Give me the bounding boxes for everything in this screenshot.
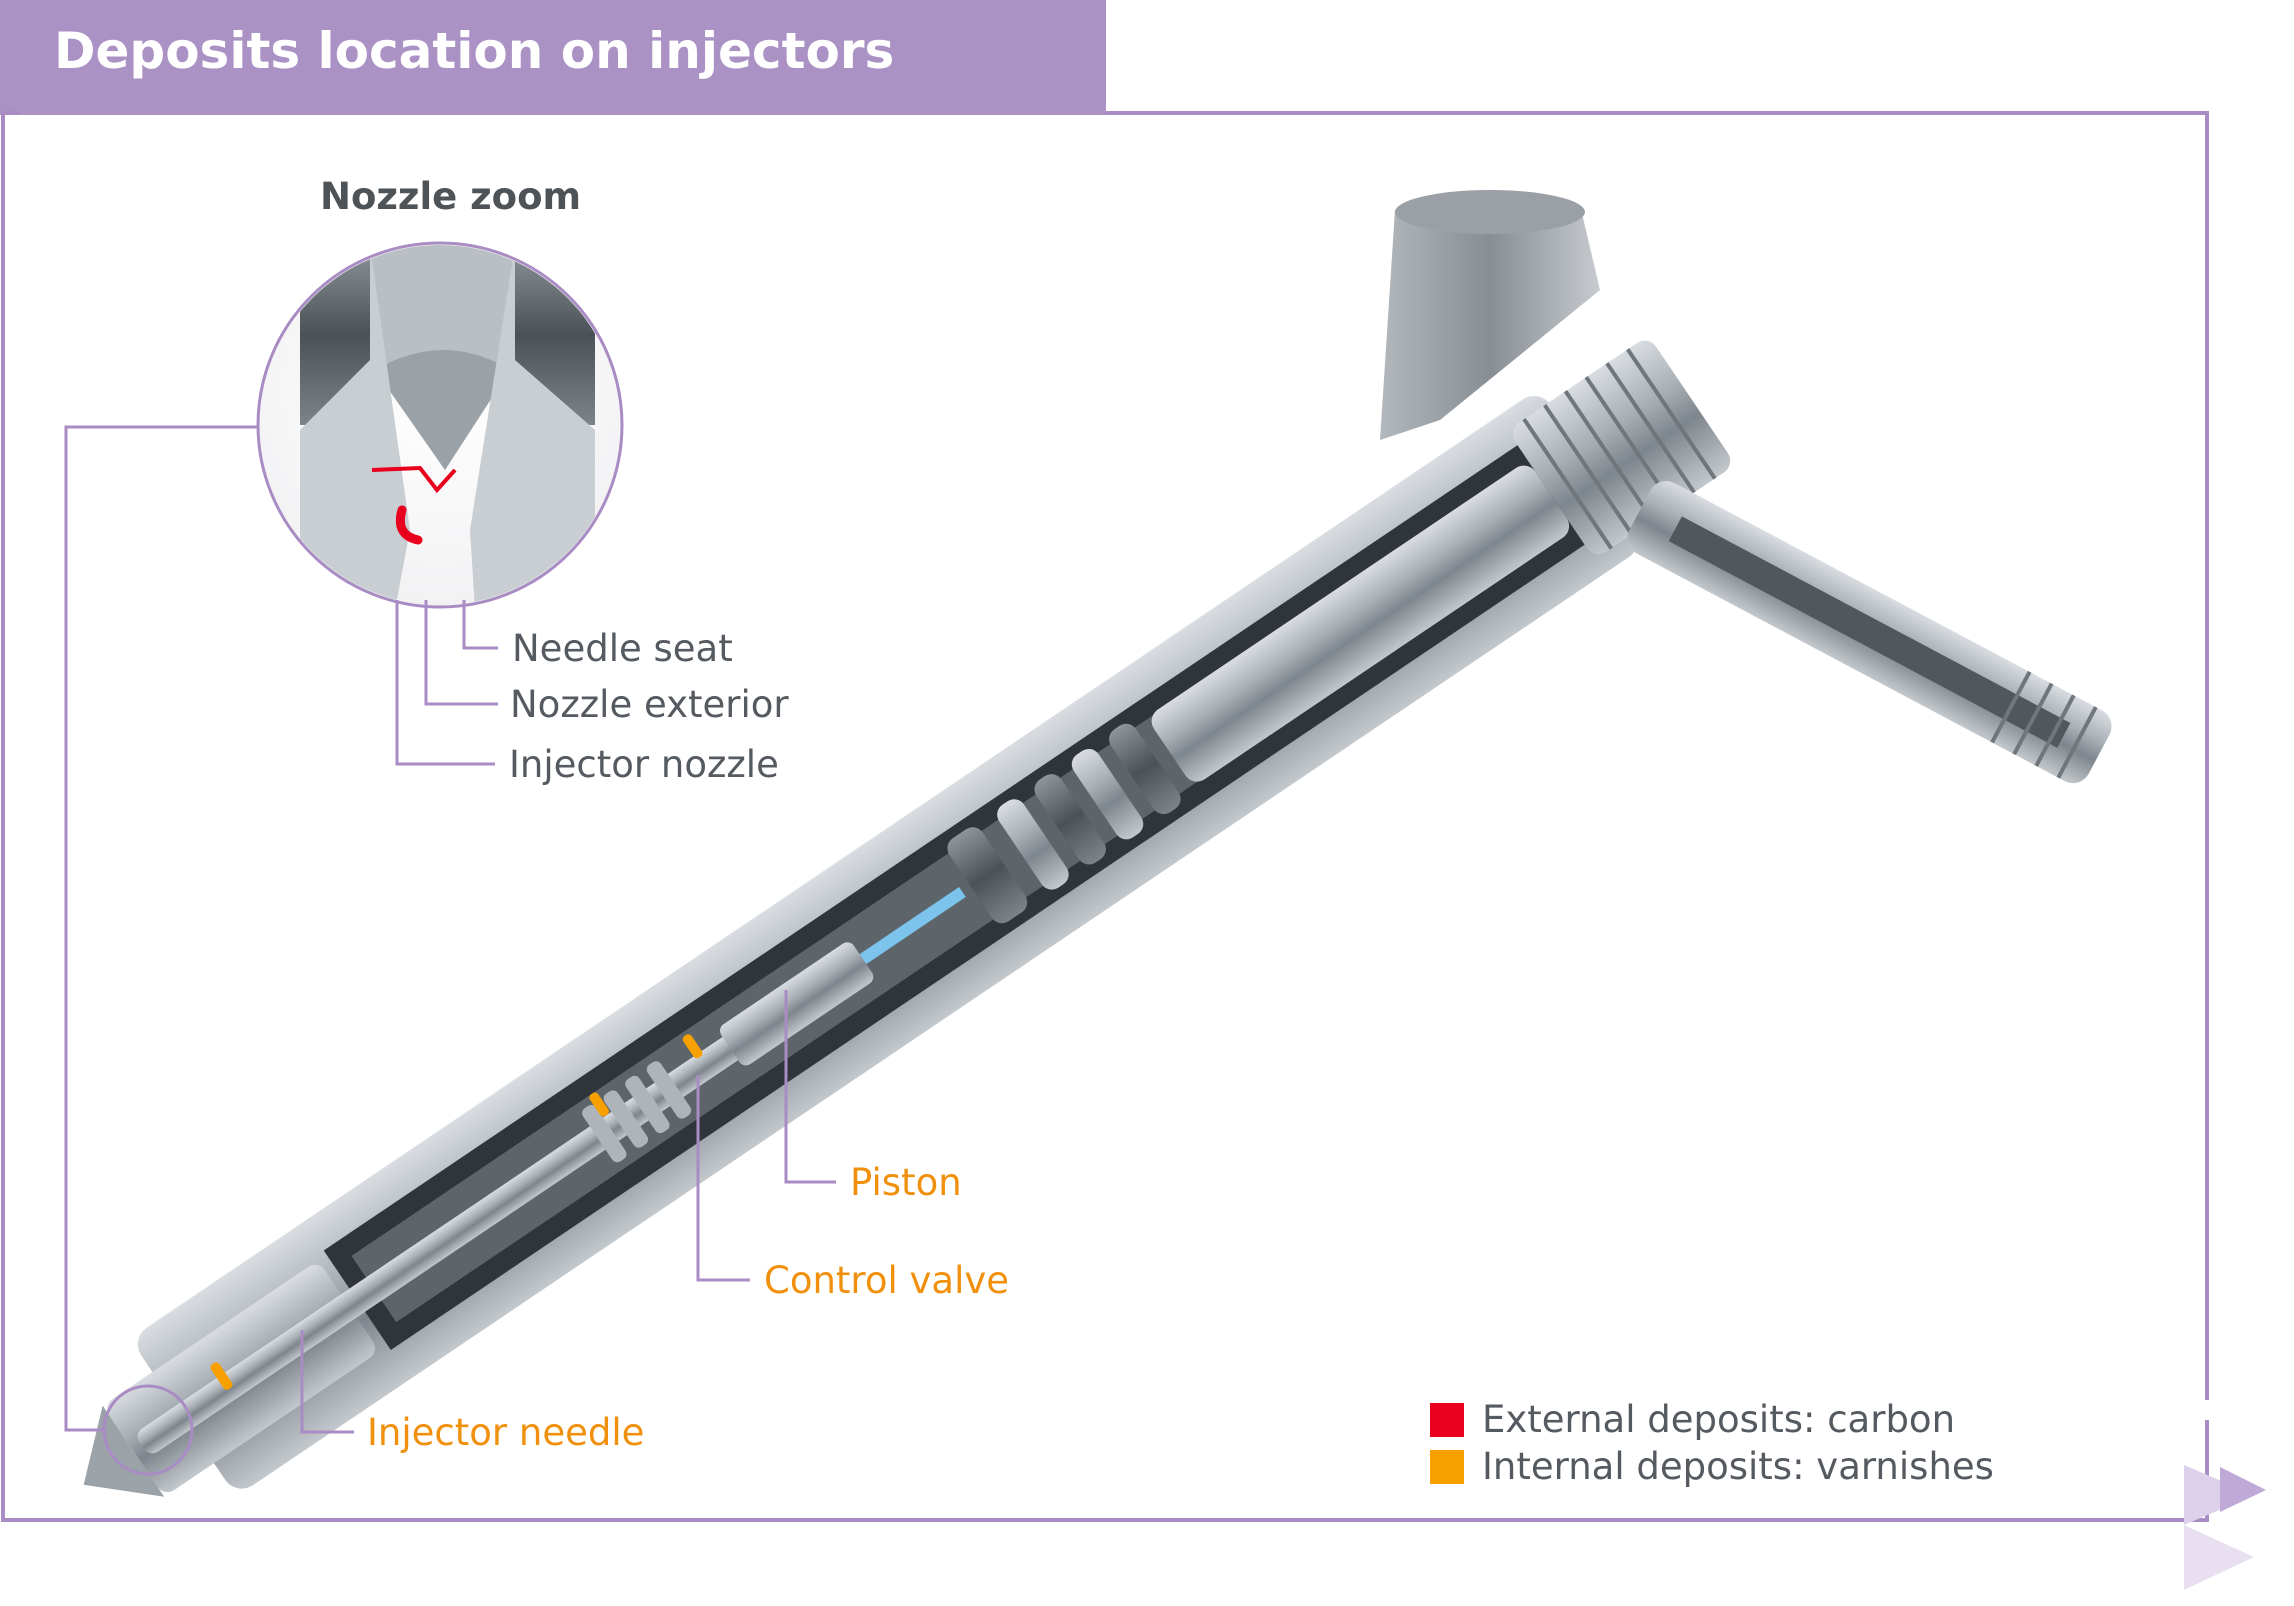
injector-nozzle-label: Injector nozzle [509,743,779,786]
legend-item-varnish: Internal deposits: varnishes [1430,1445,1994,1488]
header-banner: Deposits location on injectors [0,0,1106,115]
nozzle-exterior-line [424,600,498,706]
return-connector [1627,481,2112,784]
needle-seat-line [462,600,498,650]
control-valve-coils [582,1061,692,1163]
play-arrows-icon [2184,1465,2266,1590]
injector-needle-line [300,1330,354,1434]
legend-item-carbon: External deposits: carbon [1430,1398,1955,1441]
carbon-swatch [1430,1402,1464,1437]
piston-line [784,990,836,1184]
injector-nozzle-line [395,600,495,766]
needle-seat-label: Needle seat [512,627,733,670]
piston-varnish-mark [682,1034,703,1059]
zoom-connector-line [64,425,260,1432]
legend-label-varnish: Internal deposits: varnishes [1482,1445,1994,1488]
piston-label: Piston [850,1161,962,1204]
needle-varnish-mark [210,1362,233,1390]
spring-stack [947,723,1181,924]
varnish-swatch [1430,1449,1464,1484]
page-title: Deposits location on injectors [54,22,895,80]
injector-body [83,340,1731,1497]
control-valve-line [696,1075,750,1282]
nozzle-exterior-label: Nozzle exterior [510,683,789,726]
legend-label-carbon: External deposits: carbon [1482,1398,1956,1441]
fuel-inlet [1380,190,1600,440]
injector-needle-label: Injector needle [367,1411,645,1454]
nozzle-zoom-title: Nozzle zoom [320,175,582,218]
valve-varnish-mark [589,1092,610,1117]
nozzle-zoom-lens [256,241,624,609]
control-valve-label: Control valve [764,1259,1010,1302]
